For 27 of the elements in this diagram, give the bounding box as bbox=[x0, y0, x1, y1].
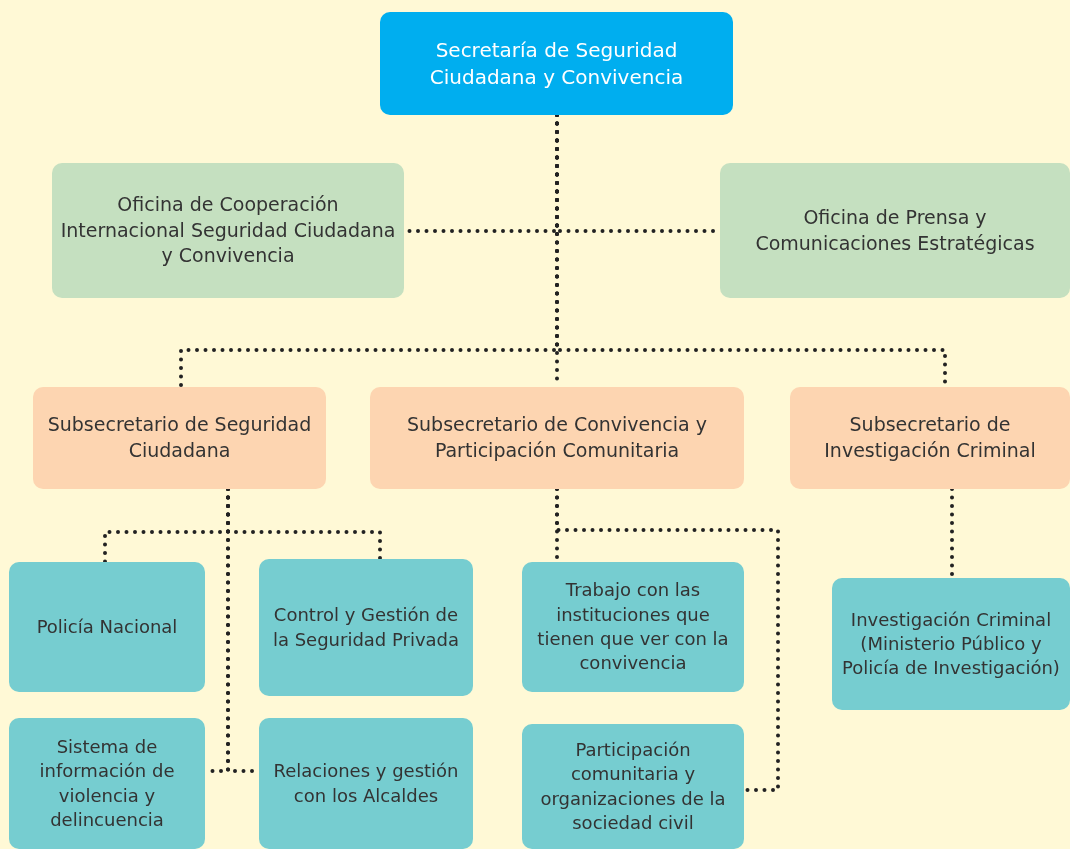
unit-box bbox=[832, 578, 1070, 710]
box-label: Subsecretario de Convivencia y Participación Comunitaria bbox=[406, 412, 708, 463]
unit-box bbox=[9, 718, 205, 849]
office-box bbox=[720, 163, 1070, 298]
box-label: Oficina de Prensa y Comunicaciones Estratégicas bbox=[754, 204, 1036, 256]
unit-box bbox=[259, 718, 473, 849]
unit-box bbox=[259, 559, 473, 696]
box-label: Investigación Criminal (Ministerio Público y Policía de Investigación) bbox=[841, 607, 1061, 681]
box-label: Policía Nacional bbox=[36, 614, 178, 639]
unit-box bbox=[9, 562, 205, 692]
unit-box bbox=[522, 724, 744, 849]
box-label: Oficina de Cooperación Internacional Seguridad Ciudadana y Convivencia bbox=[60, 192, 396, 269]
subsecretary-box bbox=[33, 387, 326, 489]
box-label: Relaciones y gestión con los Alcaldes bbox=[272, 759, 460, 808]
subsecretary-box bbox=[370, 387, 744, 489]
office-box bbox=[52, 163, 404, 298]
box-label: Control y Gestión de la Seguridad Privada bbox=[271, 603, 461, 652]
box-label: Trabajo con las instituciones que tienen que ver con la convivencia bbox=[536, 578, 730, 676]
box-label: Subsecretario de Seguridad Ciudadana bbox=[46, 412, 313, 463]
box-label: Sistema de información de violencia y delincuencia bbox=[38, 734, 176, 832]
box-label: Subsecretario de Investigación Criminal bbox=[823, 412, 1037, 463]
department-box bbox=[380, 12, 733, 115]
box-label: Secretaría de Seguridad Ciudadana y Convivencia bbox=[428, 36, 685, 91]
unit-box bbox=[522, 562, 744, 692]
dotted-connector bbox=[555, 487, 780, 792]
box-label: Participación comunitaria y organizaciones de la sociedad civil bbox=[539, 737, 727, 835]
subsecretary-box bbox=[790, 387, 1070, 489]
